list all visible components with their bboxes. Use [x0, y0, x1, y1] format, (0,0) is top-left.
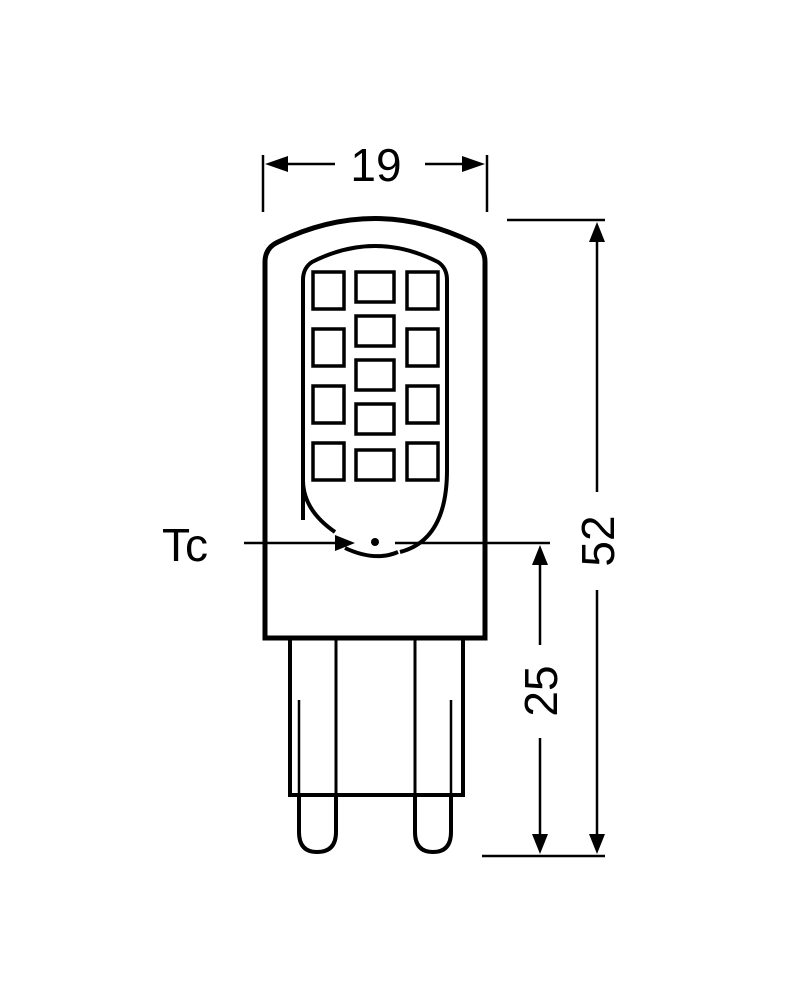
tc-height-dimension [532, 545, 548, 854]
tc-label: Tc [162, 519, 208, 571]
tc-marker [244, 535, 550, 551]
length-dimension [482, 218, 605, 858]
led-chip-grid [311, 270, 440, 482]
led-window-outline [301, 244, 449, 554]
g9-base [288, 638, 465, 855]
width-dimension [261, 155, 489, 212]
right-pin [413, 795, 453, 855]
tc-height-label: 25 [515, 665, 567, 716]
length-label: 52 [572, 515, 624, 566]
left-pin [297, 795, 338, 855]
width-label: 19 [350, 139, 401, 191]
lamp-body-outline [262, 216, 488, 641]
